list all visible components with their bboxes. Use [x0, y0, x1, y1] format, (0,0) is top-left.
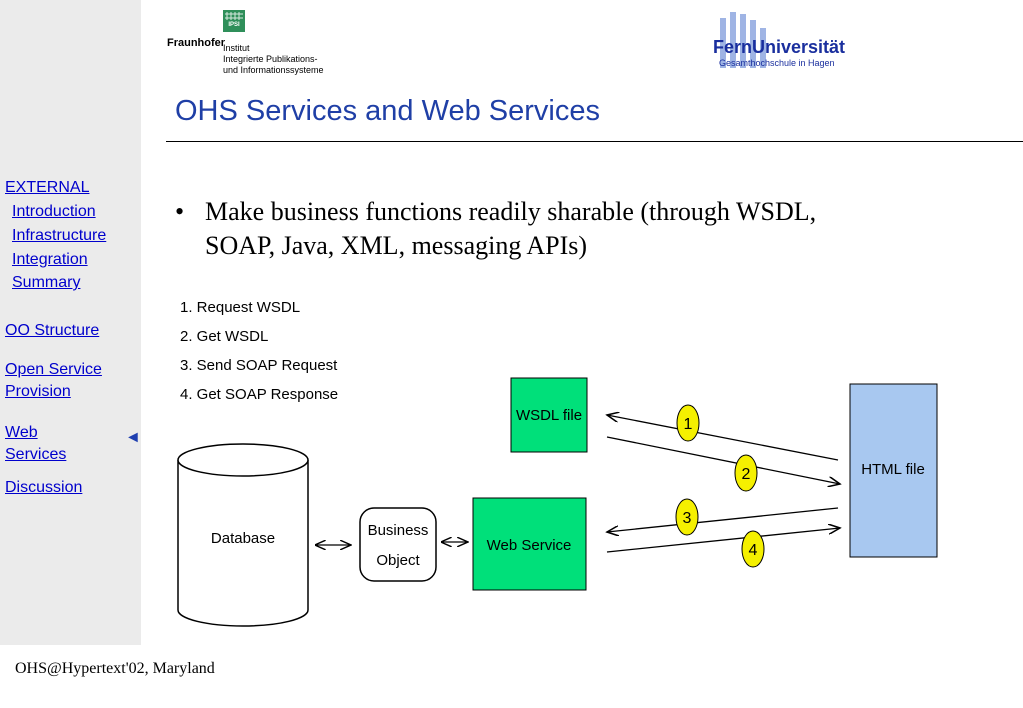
- current-page-arrow-icon: ◄: [125, 429, 141, 446]
- step-2-label: 2. Get WSDL: [180, 328, 268, 345]
- fernuni-subtitle: Gesamthochschule in Hagen: [719, 58, 835, 68]
- step-3-label: 3. Send SOAP Request: [180, 357, 338, 374]
- svg-text:3: 3: [683, 510, 692, 527]
- web-service-box: Web Service: [472, 497, 587, 591]
- arrow-request-wsdl: [607, 415, 839, 461]
- page-title: OHS Services and Web Services: [175, 95, 600, 127]
- business-object-label-1: Business: [368, 522, 429, 539]
- web-services-diagram: 1. Request WSDL 2. Get WSDL 3. Send SOAP…: [177, 299, 938, 627]
- ipsi-logo-text: IPSI: [228, 22, 240, 28]
- web-service-label: Web Service: [487, 537, 572, 554]
- bullet-icon: •: [175, 197, 185, 226]
- sidebar: EXTERNAL Introduction Infrastructure Int…: [0, 0, 141, 645]
- sidebar-item-oo-structure[interactable]: OO Structure: [5, 322, 100, 339]
- sidebar-item-provision[interactable]: Provision: [5, 383, 71, 400]
- database-label: Database: [211, 530, 275, 547]
- fernuni-name: FernUniversität: [713, 37, 846, 57]
- fraunhofer-institute-lines: Institut Integrierte Publikations- und I…: [223, 43, 324, 76]
- fraunhofer-logo: IPSI Fraunhofer Institut Integrierte Pub…: [167, 8, 337, 76]
- html-file-box: HTML file: [849, 383, 938, 558]
- step-marker-3: 3: [675, 498, 699, 536]
- step-4-label: 4. Get SOAP Response: [180, 386, 338, 403]
- step-1-label: 1. Request WSDL: [180, 299, 300, 316]
- wsdl-file-box: WSDL file: [510, 377, 588, 453]
- sidebar-item-infrastructure[interactable]: Infrastructure: [12, 227, 107, 244]
- footer-text: OHS@Hypertext'02, Maryland: [15, 660, 215, 677]
- svg-text:1: 1: [684, 416, 693, 433]
- arrow-get-wsdl: [606, 436, 840, 484]
- business-object-label-2: Object: [376, 552, 420, 569]
- sidebar-item-introduction[interactable]: Introduction: [12, 203, 96, 220]
- arrow-send-soap-request: [607, 507, 839, 532]
- fernuni-emblem-icon: [720, 12, 766, 68]
- fraunhofer-line-1: Institut: [223, 43, 250, 53]
- sidebar-item-web[interactable]: Web: [5, 424, 38, 441]
- wsdl-file-label: WSDL file: [516, 407, 582, 424]
- sidebar-item-open-service[interactable]: Open Service: [5, 361, 102, 378]
- step-marker-4: 4: [741, 530, 765, 568]
- svg-text:2: 2: [742, 466, 751, 483]
- database-cylinder: Database: [177, 443, 309, 627]
- bullet-text: Make business functions readily sharable…: [205, 197, 817, 260]
- fraunhofer-line-3: und Informationssysteme: [223, 65, 324, 75]
- fernuni-logo: FernUniversität Gesamthochschule in Hage…: [705, 10, 885, 70]
- sidebar-item-services[interactable]: Services: [5, 446, 67, 463]
- sidebar-item-integration[interactable]: Integration: [12, 251, 88, 268]
- sidebar-item-discussion[interactable]: Discussion: [5, 479, 83, 496]
- sidebar-item-external[interactable]: EXTERNAL: [5, 179, 90, 196]
- ipsi-logo-icon: IPSI: [223, 10, 245, 32]
- fraunhofer-name: Fraunhofer: [167, 37, 226, 49]
- step-marker-1: 1: [676, 404, 700, 442]
- arrow-get-soap-response: [606, 528, 840, 553]
- step-marker-2: 2: [734, 454, 758, 492]
- fraunhofer-line-2: Integrierte Publikations-: [223, 54, 318, 64]
- html-file-label: HTML file: [861, 461, 925, 478]
- svg-text:4: 4: [749, 542, 758, 559]
- title-divider: [166, 141, 1023, 142]
- sidebar-item-summary[interactable]: Summary: [12, 274, 81, 291]
- business-object-box: Business Object: [359, 507, 437, 582]
